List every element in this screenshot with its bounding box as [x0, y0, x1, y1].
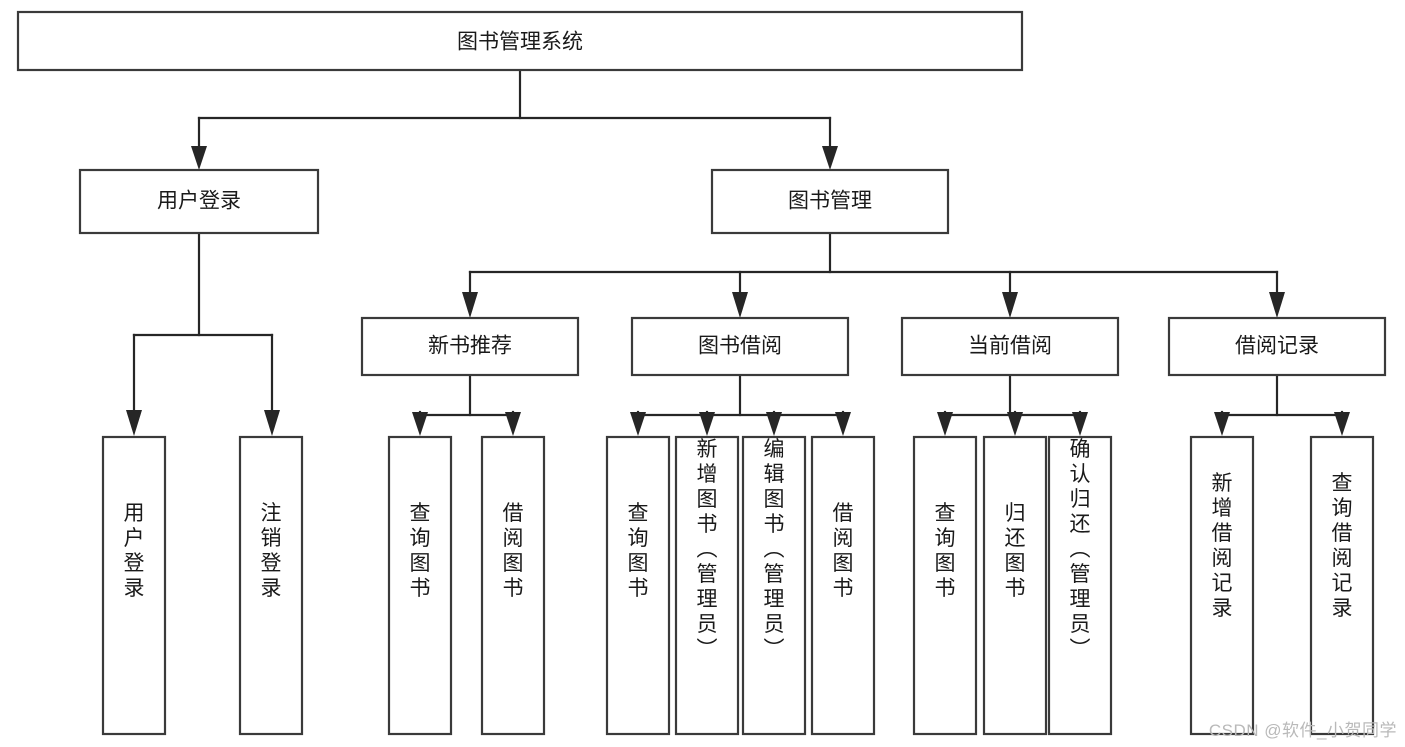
- node-label-book-management: 图书管理: [788, 190, 872, 213]
- node-user-login[interactable]: 用户登录: [78, 168, 320, 235]
- arrowhead-leaf-add-book: [699, 412, 715, 436]
- arrowhead-to-login: [191, 146, 207, 170]
- arrowhead-leaf-borrow-book-2: [835, 412, 851, 436]
- arrowhead-to-borrow: [732, 292, 748, 318]
- node-current-borrow[interactable]: 当前借阅: [900, 316, 1120, 377]
- leaf-add-book-admin[interactable]: 新增图书︵管理员︶: [674, 435, 740, 736]
- node-system-root[interactable]: 图书管理系统: [16, 10, 1024, 72]
- leaf-query-book-current[interactable]: 查询图书: [912, 435, 978, 736]
- node-borrow-records[interactable]: 借阅记录: [1167, 316, 1387, 377]
- node-new-book-recommend[interactable]: 新书推荐: [360, 316, 580, 377]
- leaf-label-query-book-current: 查询图书: [935, 502, 956, 600]
- leaf-box-add-borrow-record[interactable]: [1189, 435, 1255, 736]
- leaf-borrow-book-recommend[interactable]: 借阅图书: [480, 435, 546, 736]
- leaf-box-borrow-book-recommend[interactable]: [480, 435, 546, 736]
- arrowhead-leaf-confirm-return: [1072, 412, 1088, 436]
- leaf-label-return-book: 归还图书: [1005, 502, 1026, 600]
- node-book-borrow[interactable]: 图书借阅: [630, 316, 850, 377]
- leaf-query-book-recommend[interactable]: 查询图书: [387, 435, 453, 736]
- leaf-box-query-book-current[interactable]: [912, 435, 978, 736]
- node-label-user-login: 用户登录: [157, 190, 241, 213]
- leaf-box-return-book[interactable]: [982, 435, 1048, 736]
- leaf-label-query-book-recommend: 查询图书: [410, 502, 431, 600]
- leaf-label-borrow-book-borrow: 借阅图书: [833, 502, 854, 600]
- arrowhead-leaf-query-record: [1334, 412, 1350, 436]
- node-label-current-borrow: 当前借阅: [968, 335, 1052, 358]
- arrowhead-leaf-borrow-book-1: [505, 412, 521, 436]
- arrowhead-leaf-query-book-3: [937, 412, 953, 436]
- arrowhead-leaf-edit-book: [766, 412, 782, 436]
- node-box-new-book-recommend[interactable]: [360, 316, 580, 377]
- leaf-box-confirm-return-admin[interactable]: [1047, 435, 1113, 736]
- leaf-label-query-book-borrow: 查询图书: [628, 502, 649, 600]
- node-box-book-borrow[interactable]: [630, 316, 850, 377]
- leaf-label-confirm-return-admin: 确认归还︵管理员︶: [1070, 438, 1091, 661]
- leaf-label-add-book-admin: 新增图书︵管理员︶: [697, 438, 718, 661]
- arrowhead-leaf-add-record: [1214, 412, 1230, 436]
- leaf-box-query-book-recommend[interactable]: [387, 435, 453, 736]
- arrowhead-leaf-return-book: [1007, 412, 1023, 436]
- arrowhead-leaf-logout: [264, 410, 280, 436]
- arrowhead-leaf-query-book-2: [630, 412, 646, 436]
- node-book-management[interactable]: 图书管理: [710, 168, 950, 235]
- leaf-return-book[interactable]: 归还图书: [982, 435, 1048, 736]
- leaf-label-user-login: 用户登录: [124, 502, 145, 600]
- node-box-system-root[interactable]: [16, 10, 1024, 72]
- leaf-label-logout: 注销登录: [261, 502, 282, 600]
- arrowhead-to-records: [1269, 292, 1285, 318]
- leaf-label-add-borrow-record: 新增借阅记录: [1212, 472, 1233, 620]
- arrowhead-to-newbook: [462, 292, 478, 318]
- leaf-logout[interactable]: 注销登录: [238, 435, 304, 736]
- leaf-user-login[interactable]: 用户登录: [101, 435, 167, 736]
- node-box-user-login[interactable]: [78, 168, 320, 235]
- leaf-box-logout[interactable]: [238, 435, 304, 736]
- leaf-box-add-book-admin[interactable]: [674, 435, 740, 736]
- leaf-box-borrow-book-borrow[interactable]: [810, 435, 876, 736]
- leaf-box-edit-book-admin[interactable]: [741, 435, 807, 736]
- leaf-box-query-book-borrow[interactable]: [605, 435, 671, 736]
- arrowhead-to-bookmgmt: [822, 146, 838, 170]
- leaf-query-borrow-record[interactable]: 查询借阅记录: [1309, 435, 1375, 736]
- arrowhead-leaf-query-book-1: [412, 412, 428, 436]
- node-label-new-book-recommend: 新书推荐: [428, 335, 512, 358]
- leaf-box-query-borrow-record[interactable]: [1309, 435, 1375, 736]
- node-box-book-management[interactable]: [710, 168, 950, 235]
- leaf-label-query-borrow-record: 查询借阅记录: [1332, 472, 1353, 620]
- node-box-current-borrow[interactable]: [900, 316, 1120, 377]
- node-box-borrow-records[interactable]: [1167, 316, 1387, 377]
- leaf-borrow-book-borrow[interactable]: 借阅图书: [810, 435, 876, 736]
- leaf-label-edit-book-admin: 编辑图书︵管理员︶: [764, 438, 785, 661]
- leaf-box-user-login[interactable]: [101, 435, 167, 736]
- node-label-book-borrow: 图书借阅: [698, 335, 782, 358]
- leaf-confirm-return-admin[interactable]: 确认归还︵管理员︶: [1047, 435, 1113, 736]
- node-label-borrow-records: 借阅记录: [1235, 335, 1319, 358]
- leaf-add-borrow-record[interactable]: 新增借阅记录: [1189, 435, 1255, 736]
- leaf-label-borrow-book-recommend: 借阅图书: [503, 502, 524, 600]
- arrowhead-leaf-user-login: [126, 410, 142, 436]
- leaf-edit-book-admin[interactable]: 编辑图书︵管理员︶: [741, 435, 807, 736]
- connector-layer: [126, 68, 1350, 436]
- leaf-query-book-borrow[interactable]: 查询图书: [605, 435, 671, 736]
- node-label-system-root: 图书管理系统: [457, 31, 583, 54]
- arrowhead-to-current: [1002, 292, 1018, 318]
